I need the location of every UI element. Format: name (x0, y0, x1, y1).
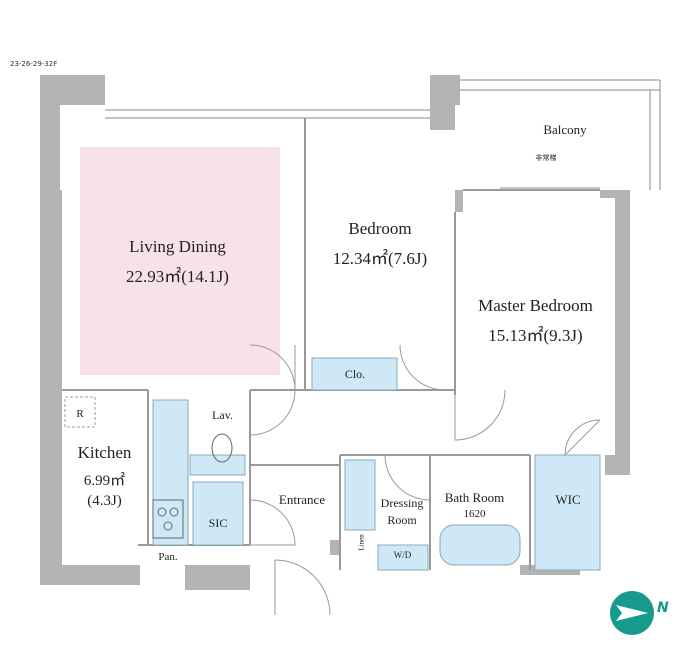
lav-label: Lav. (212, 408, 233, 422)
kitchen-name: Kitchen (77, 443, 132, 462)
entrance-label: Entrance (278, 492, 326, 507)
master-bedroom-name: Master Bedroom (478, 296, 593, 315)
living-highlight (80, 147, 280, 375)
stove (152, 499, 184, 539)
toilet (211, 433, 233, 463)
fixtures (152, 357, 601, 571)
plan-code: 23-26-29-32F (10, 60, 58, 68)
bath-label: Bath Room (444, 490, 505, 505)
dressing-label-2: Room (387, 513, 417, 527)
bedroom-name: Bedroom (348, 219, 412, 238)
wic-label: WIC (555, 492, 581, 507)
dressing-label-1: Dressing (380, 496, 424, 510)
bedroom-area: 12.34㎡(7.6J) (332, 249, 428, 268)
door-swings (249, 344, 601, 616)
sic-label: SIC (208, 516, 228, 530)
living-dining-name: Living Dining (129, 237, 226, 256)
fridge-box (64, 396, 96, 428)
closet-label: Clo. (344, 367, 366, 381)
washer-label: W/D (393, 550, 412, 560)
compass-north-label: N (657, 600, 669, 616)
balcony-note: 非常梯 (535, 154, 557, 162)
linen-label: Linen (357, 534, 366, 551)
compass-arrow-icon (616, 605, 648, 621)
fridge-label: R (76, 408, 84, 420)
kitchen-tatami: (4.3J) (87, 493, 122, 509)
living-dining-area: 22.93㎡(14.1J) (126, 267, 229, 286)
kitchen-area: 6.99㎡ (83, 473, 126, 489)
master-bedroom-area: 15.13㎡(9.3J) (488, 326, 583, 345)
compass-icon (610, 591, 654, 635)
pantry-label: Pan. (158, 551, 178, 563)
windows (105, 79, 661, 190)
bath-size: 1620 (463, 508, 486, 520)
balcony-name: Balcony (543, 122, 587, 137)
